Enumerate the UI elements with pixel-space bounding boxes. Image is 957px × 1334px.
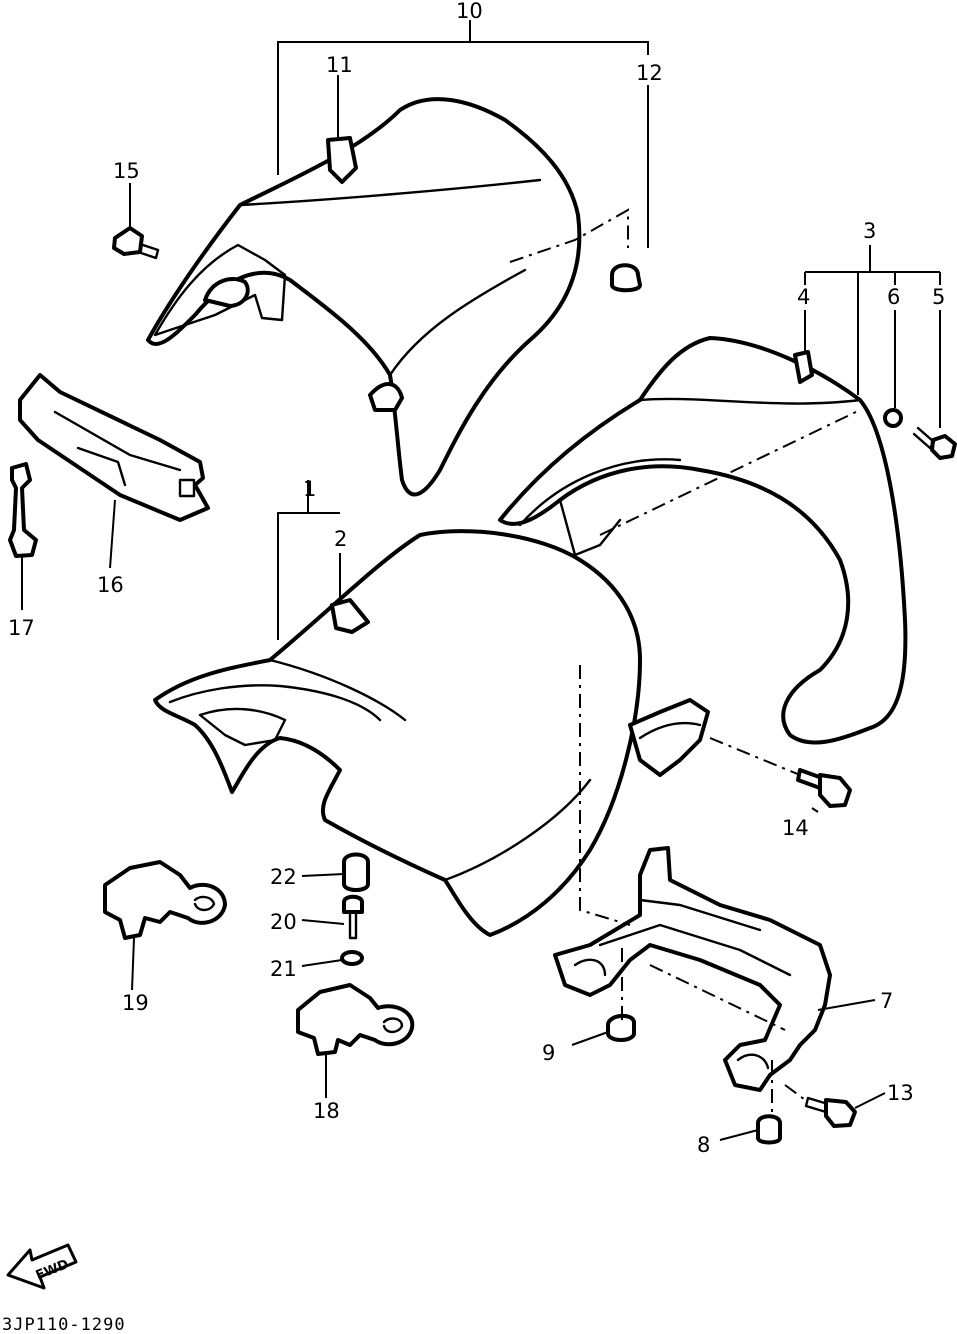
bolt-14 [796,768,852,808]
seat-hook-bracket [628,698,710,777]
callout-labels: 1 2 3 4 5 6 7 8 9 10 11 12 13 14 15 16 1… [8,0,945,1157]
callout-3: 3 [863,219,876,243]
callout-12: 12 [636,61,663,85]
seat-lock-bracket [18,373,210,522]
assembly-lines [21,20,941,1141]
grommet-12 [610,263,642,293]
callout-19: 19 [122,991,149,1015]
screw-5 [912,426,957,460]
callout-8: 8 [697,1133,710,1157]
callout-11: 11 [326,53,353,77]
cap-22 [342,852,370,892]
seat-frame-bracket [553,846,832,1092]
callout-16: 16 [97,573,124,597]
callout-5: 5 [932,285,945,309]
washer-6 [883,408,903,428]
washer-21 [340,950,364,966]
callout-20: 20 [270,910,297,934]
damper-8 [756,1114,782,1145]
seat-hook-19 [103,860,227,940]
callout-10: 10 [456,0,483,23]
callout-17: 17 [8,616,35,640]
callout-6: 6 [887,285,900,309]
figure-code: 3JP110-1290 [2,1315,126,1334]
bolt-15 [112,226,160,260]
callout-18: 18 [313,1099,340,1123]
rear-seat-cowl [146,97,582,497]
callout-1: 1 [303,477,316,501]
callout-14: 14 [782,816,809,840]
fwd-arrow-icon: FWD [6,1243,78,1290]
bolt-20 [342,894,364,940]
callout-21: 21 [270,957,297,981]
callout-15: 15 [113,159,140,183]
front-seat [153,529,642,937]
seat-strap [8,462,38,558]
callout-2: 2 [334,527,347,551]
double-seat [498,336,908,745]
bolt-13 [804,1096,857,1128]
callout-9: 9 [542,1041,555,1065]
callout-7: 7 [880,989,893,1013]
callout-4: 4 [797,285,810,309]
callout-13: 13 [887,1081,914,1105]
seat-hook-18 [296,983,415,1056]
damper-9 [606,1013,636,1042]
callout-22: 22 [270,865,297,889]
